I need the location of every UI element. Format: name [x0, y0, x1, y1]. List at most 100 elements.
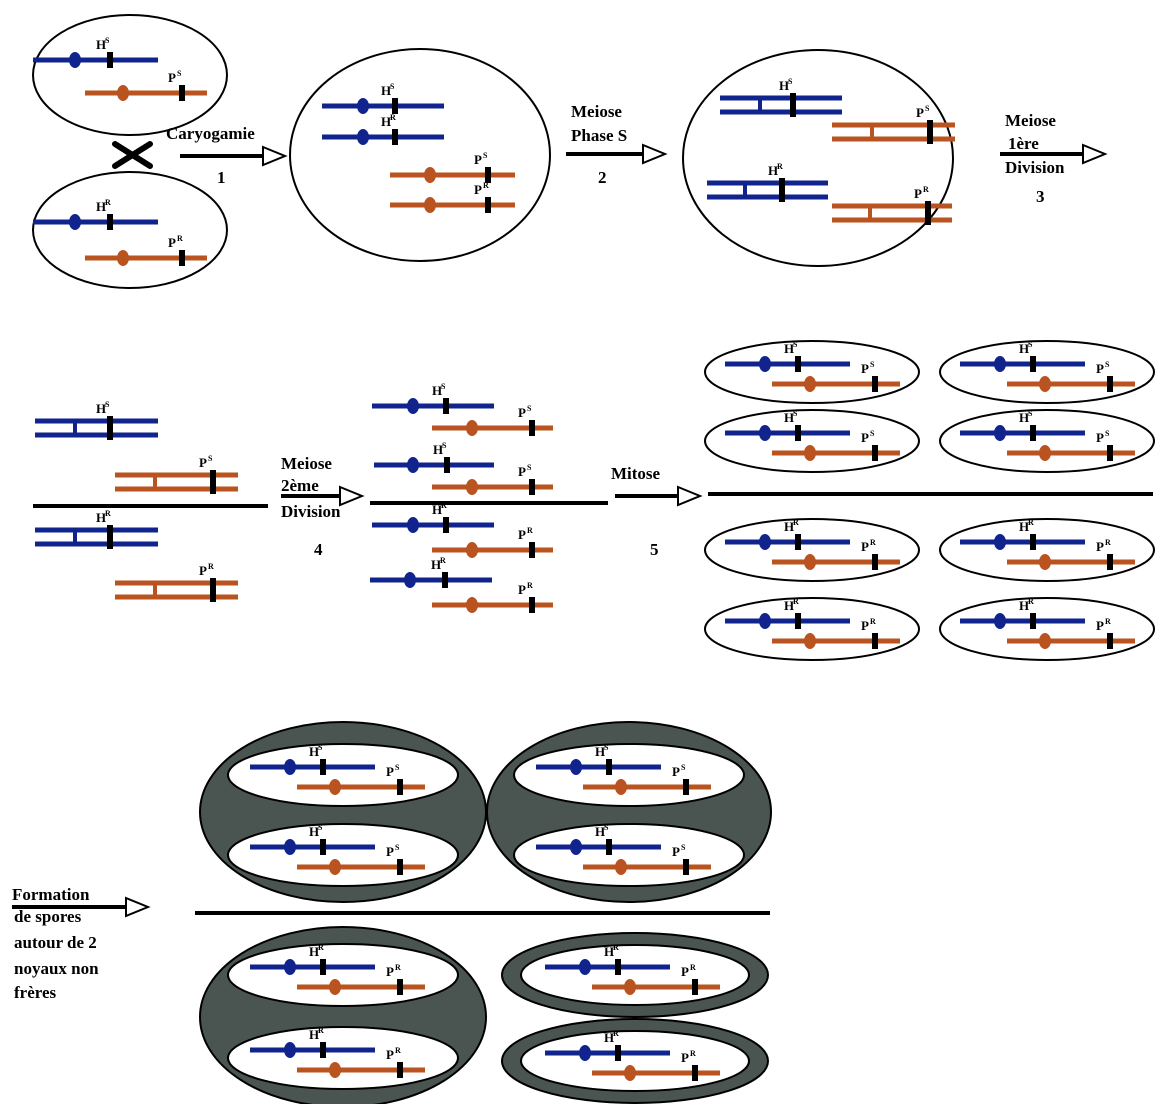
div2-p-r-2-locus-marker: [529, 597, 535, 613]
diploid-h-r-locus-marker: [392, 129, 398, 145]
mitosis-nucleus-6-h-superscript: R: [1028, 518, 1034, 527]
mitosis-nucleus-1-h-centromere: [759, 356, 771, 372]
mitosis-nucleus-6-p-label: P: [1096, 539, 1104, 554]
step2-label-line2: Phase S: [571, 126, 627, 145]
mitosis-nucleus-3-h-centromere: [759, 425, 771, 441]
mitosis-nucleus-8-p-label: P: [1096, 618, 1104, 633]
spore-2-nucleus-1-p-centromere: [615, 779, 627, 795]
div2-h-s-1-centromere: [407, 398, 419, 414]
spore-2-nucleus-2: [513, 823, 745, 887]
spore-2-nucleus-1-h-superscript: S: [604, 743, 609, 752]
mitosis-nucleus-5-p-centromere: [804, 554, 816, 570]
mitosis-nucleus-4-h-centromere: [994, 425, 1006, 441]
mitosis-nucleus-2-h-superscript: S: [1028, 340, 1033, 349]
spore-1-nucleus-1-h-label: H: [309, 744, 319, 759]
spore-4-nucleus-2-h-superscript: R: [613, 1029, 619, 1038]
spore-1-nucleus-2-h-centromere: [284, 839, 296, 855]
replicated-p-s-superscript: S: [925, 104, 930, 113]
diploid-h-s-centromere: [357, 98, 369, 114]
mitosis-nucleus-3: [704, 409, 920, 473]
spore-formation-line1: Formation: [12, 885, 90, 904]
spore-4-nucleus-2-p-centromere: [624, 1065, 636, 1081]
mitosis-nucleus-7-h-label: H: [784, 598, 794, 613]
spore-1-nucleus-2-p-label: P: [386, 844, 394, 859]
spore-1-nucleus-2-p-locus-marker: [397, 859, 403, 875]
mitosis-nucleus-8-h-superscript: R: [1028, 597, 1034, 606]
mitosis-nucleus-5-p-label: P: [861, 539, 869, 554]
spore-4-nucleus-2: [520, 1030, 750, 1092]
mitosis-nucleus-3-p-locus-marker: [872, 445, 878, 461]
mitosis-nucleus-6: [939, 518, 1155, 582]
spore-2-nucleus-1-p-locus-marker: [683, 779, 689, 795]
div2-p-r-2-centromere: [466, 597, 478, 613]
div1-h-r-label: H: [96, 510, 106, 525]
diploid-nucleus: [289, 48, 551, 262]
mitosis-nucleus-5-h-label: H: [784, 519, 794, 534]
replicated-p-r-label: P: [914, 186, 922, 201]
mitosis-nucleus-5: [704, 518, 920, 582]
mitosis-nucleus-2-h-label: H: [1019, 341, 1029, 356]
mitosis-nucleus-6-h-centromere: [994, 534, 1006, 550]
spore-1-nucleus-2-h-superscript: S: [318, 823, 323, 832]
spore-4-nucleus-2-h-locus-marker: [615, 1045, 621, 1061]
diploid-h-s-superscript: S: [390, 82, 395, 91]
spore-4-nucleus-2-p-locus-marker: [692, 1065, 698, 1081]
spore-4-nucleus-1-h-label: H: [604, 944, 614, 959]
mitosis-nucleus-7-h-superscript: R: [793, 597, 799, 606]
spore-1-nucleus-1-p-superscript: S: [395, 763, 400, 772]
mitosis-nucleus-2-h-centromere: [994, 356, 1006, 372]
spore-2-nucleus-2-p-locus-marker: [683, 859, 689, 875]
div2-p-s-2-superscript: S: [527, 463, 532, 472]
spore-1-nucleus-1-p-locus-marker: [397, 779, 403, 795]
div2-h-s-1-label: H: [432, 383, 442, 398]
mitosis-nucleus-7: [704, 597, 920, 661]
mitosis-nucleus-8-p-centromere: [1039, 633, 1051, 649]
replicated-p-s-locus-marker: [927, 120, 933, 144]
div2-h-s-2-label: H: [433, 442, 443, 457]
parent-nucleus-s: [32, 14, 228, 136]
hollow-arrow-icon: [339, 485, 365, 507]
spore-1-nucleus-1-p-centromere: [329, 779, 341, 795]
step-labels: Caryogamie 1 Meiose Phase S 2 Meiose 1èr…: [12, 102, 1065, 1002]
spore-2-nucleus-2-h-centromere: [570, 839, 582, 855]
step4-number: 4: [314, 540, 323, 559]
spore-4-nucleus-1-p-centromere: [624, 979, 636, 995]
div2-p-s-1-centromere: [466, 420, 478, 436]
spore-3-nucleus-1: [227, 943, 459, 1007]
spore-3-nucleus-2-h-label: H: [309, 1027, 319, 1042]
step3-label-line1: Meiose: [1005, 111, 1056, 130]
spore-3-nucleus-1-p-superscript: R: [395, 963, 401, 972]
div2-p-s-1-locus-marker: [529, 420, 535, 436]
mitosis-nucleus-2: [939, 340, 1155, 404]
mitosis-nucleus-7-p-locus-marker: [872, 633, 878, 649]
spore-2-nucleus-2-p-label: P: [672, 844, 680, 859]
div2-h-r-2-locus-marker: [442, 572, 448, 588]
step4-label-line3: Division: [281, 502, 341, 521]
mitosis-nucleus-7-h-locus-marker: [795, 613, 801, 629]
parent-r-p-label: P: [168, 235, 176, 250]
div2-p-s-1-superscript: S: [527, 404, 532, 413]
div1-h-r-locus-marker: [107, 525, 113, 549]
div2-p-r-1-superscript: R: [527, 526, 533, 535]
hollow-arrow-icon: [677, 485, 703, 507]
parent-s-h-superscript: S: [105, 36, 110, 45]
div2-p-r-1-centromere: [466, 542, 478, 558]
div2-p-s-2-label: P: [518, 464, 526, 479]
spore-2-nucleus-1: [513, 743, 745, 807]
spore-4-nucleus-1-p-superscript: R: [690, 963, 696, 972]
diploid-h-s-label: H: [381, 83, 391, 98]
mitosis-nucleus-1-p-locus-marker: [872, 376, 878, 392]
mitosis-nucleus-3-p-label: P: [861, 430, 869, 445]
step5-number: 5: [650, 540, 659, 559]
parent-r-p-superscript: R: [177, 234, 183, 243]
mitosis-nucleus-4-p-locus-marker: [1107, 445, 1113, 461]
spore-1-nucleus-2-h-locus-marker: [320, 839, 326, 855]
mitosis-nucleus-4: [939, 409, 1155, 473]
div2-h-s-1-superscript: S: [441, 382, 446, 391]
mitosis-nucleus-1-h-superscript: S: [793, 340, 798, 349]
div2-p-s-2-centromere: [466, 479, 478, 495]
parent-s-h-locus-marker: [107, 52, 113, 68]
spore-2-nucleus-2-p-centromere: [615, 859, 627, 875]
diploid-p-s-superscript: S: [483, 151, 488, 160]
spore-4-nucleus-2-h-centromere: [579, 1045, 591, 1061]
